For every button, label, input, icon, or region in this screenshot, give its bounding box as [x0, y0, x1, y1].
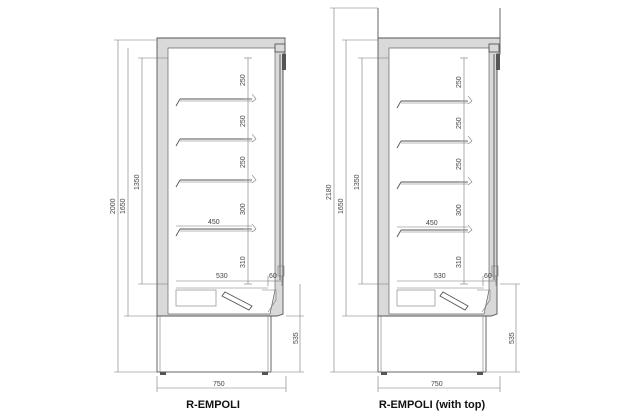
glass-door: [491, 54, 499, 280]
shelf-4: [175, 223, 257, 237]
dim-depth: 750: [431, 381, 443, 388]
base-cabinet: [377, 315, 487, 375]
dim-total-height: 2180: [326, 184, 333, 200]
base-cabinet: [156, 315, 272, 375]
dim-shelf-spacing-2: 250: [456, 117, 463, 129]
dim-shelf-depth: 450: [208, 219, 220, 226]
dimension-lines: [114, 39, 304, 392]
shelves: [396, 95, 473, 238]
top-extension: [377, 8, 501, 39]
dim-door-gap: 60: [484, 273, 492, 280]
dim-base-height: 535: [293, 332, 300, 344]
figure-caption: R-EMPOLI (with top): [379, 399, 486, 411]
dim-shelf-spacing-5: 310: [240, 256, 247, 268]
dim-base-height: 535: [509, 332, 516, 344]
figure-r-empoli: 2000 1650 1350 250 250 250 300 310 450 5…: [110, 37, 304, 411]
dim-door-gap: 60: [269, 273, 277, 280]
dim-shelf-spacing-1: 250: [240, 74, 247, 86]
shelf-1: [175, 93, 257, 107]
dim-shelf-spacing-3: 250: [240, 156, 247, 168]
dim-shelf-spacing-3: 250: [456, 158, 463, 170]
dim-body-height: 1650: [120, 198, 127, 214]
bottom-well: [396, 287, 491, 313]
shelf-2: [396, 135, 473, 149]
dim-inner-depth: 530: [216, 273, 228, 280]
shelf-3: [396, 176, 473, 190]
dim-shelf-spacing-4: 300: [456, 204, 463, 216]
shelf-3: [175, 174, 257, 188]
shelf-1: [396, 95, 473, 109]
dim-inner-height: 1350: [134, 174, 141, 190]
dimension-labels: 2180 1650 1350 250 250 250 300 310 450 5…: [326, 76, 516, 388]
dimension-lines: [330, 7, 520, 392]
dim-shelf-spacing-2: 250: [240, 115, 247, 127]
dim-shelf-spacing-5: 310: [456, 256, 463, 268]
dimension-labels: 2000 1650 1350 250 250 250 300 310 450 5…: [110, 74, 300, 388]
dim-inner-height: 1350: [354, 174, 361, 190]
bottom-well: [175, 287, 277, 313]
figure-caption: R-EMPOLI: [186, 399, 240, 411]
dim-shelf-spacing-1: 250: [456, 76, 463, 88]
dim-shelf-depth: 450: [426, 220, 438, 227]
shelf-2: [175, 133, 257, 147]
figure-r-empoli-with-top: 2180 1650 1350 250 250 250 300 310 450 5…: [326, 7, 520, 411]
dim-body-height: 1650: [338, 198, 345, 214]
shelf-4: [396, 224, 473, 238]
shelves: [175, 93, 257, 237]
dim-inner-depth: 530: [434, 273, 446, 280]
dim-total-height: 2000: [110, 198, 117, 214]
dim-depth: 750: [213, 381, 225, 388]
dim-shelf-spacing-4: 300: [240, 203, 247, 215]
glass-door: [277, 54, 285, 280]
